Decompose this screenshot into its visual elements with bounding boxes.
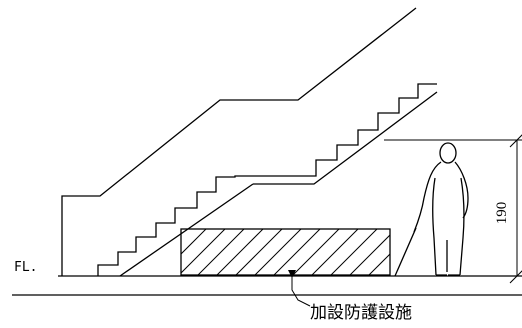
floor-level-label: FL. xyxy=(14,260,37,275)
protective-barrier xyxy=(180,228,391,276)
callout-leader xyxy=(288,270,311,307)
height-dimension: 190 xyxy=(384,134,522,284)
stair-upper-outline xyxy=(61,7,417,276)
height-dimension-label: 190 xyxy=(494,202,510,225)
stair-soffit-lower xyxy=(119,183,254,277)
stair-soffit-upper xyxy=(253,91,438,185)
stair-steps xyxy=(97,83,437,276)
callout-label: 加設防護設施 xyxy=(310,303,412,323)
cane xyxy=(394,227,417,277)
person-figure xyxy=(394,142,469,277)
